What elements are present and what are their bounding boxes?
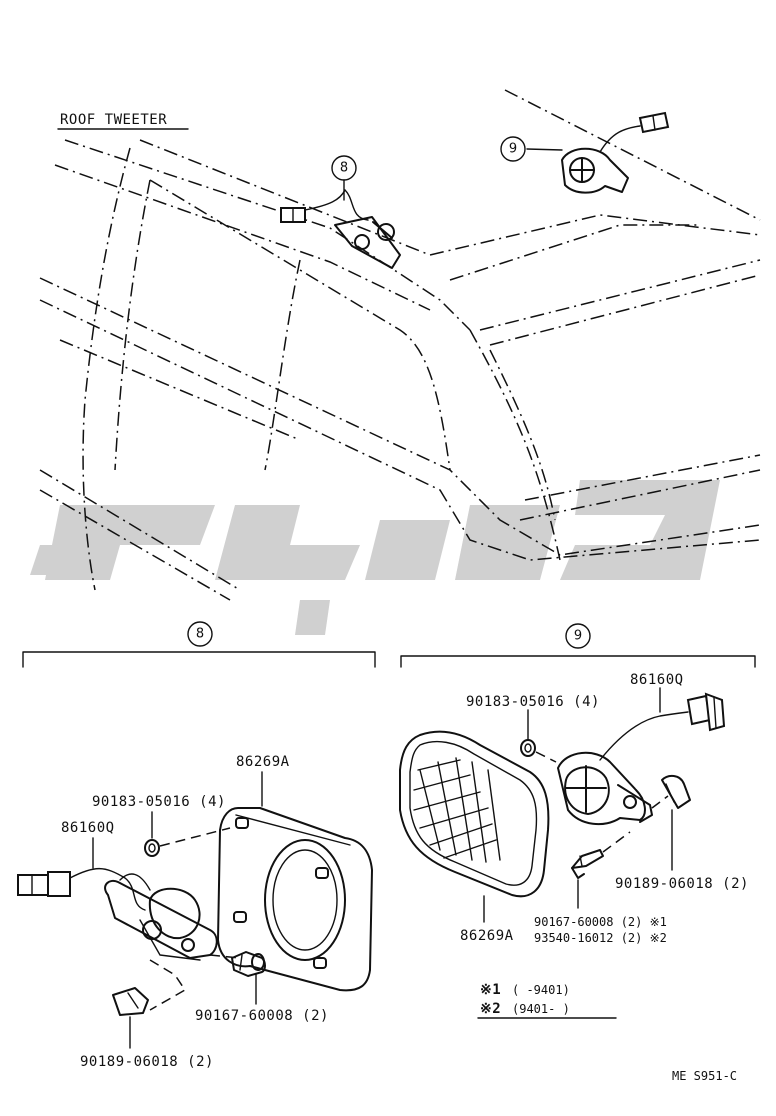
part-90167-60008-left: 90167-60008 (2) <box>195 1008 329 1024</box>
applicability-notes: ※1 ( -9401) ※2 (9401- ) <box>477 982 617 1019</box>
right-exploded-view <box>399 692 726 898</box>
section-title: ROOF TWEETER <box>60 112 167 128</box>
part-86160Q-right: 86160Q <box>630 672 684 688</box>
bracket-right <box>400 655 756 668</box>
svg-text:9: 9 <box>509 142 517 157</box>
part-86269A-left: 86269A <box>236 754 290 770</box>
callout-8-top: 8 <box>331 155 357 181</box>
roof-tweeter-left <box>280 179 401 269</box>
vehicle-roof-outline <box>39 89 761 601</box>
roof-tweeter-right <box>526 111 670 194</box>
bracket-left <box>22 651 376 668</box>
callout-9-bottom: 9 <box>565 623 591 649</box>
left-exploded-view <box>17 807 373 1016</box>
part-86160Q-left: 86160Q <box>61 820 115 836</box>
note-2-text: (9401- ) <box>512 1002 570 1016</box>
svg-text:9: 9 <box>574 629 582 644</box>
callout-9-top: 9 <box>500 136 526 162</box>
svg-text:8: 8 <box>340 161 348 176</box>
footer-code: ME S951-C <box>672 1069 737 1083</box>
note-1-text: ( -9401) <box>512 983 570 997</box>
part-90189-06018-right: 90189-06018 (2) <box>615 876 749 892</box>
part-90189-06018-left: 90189-06018 (2) <box>80 1054 214 1070</box>
watermark-logo <box>30 480 720 635</box>
part-90183-05016-left: 90183-05016 (4) <box>92 794 226 810</box>
svg-text:8: 8 <box>196 627 204 642</box>
part-86269A-right: 86269A <box>460 928 514 944</box>
callout-8-bottom: 8 <box>187 621 213 647</box>
note-1-mark: ※1 <box>480 982 501 998</box>
part-93540-16012-right: 93540-16012 (2) ※2 <box>534 931 667 945</box>
part-90183-05016-right: 90183-05016 (4) <box>466 694 600 710</box>
part-90167-60008-right: 90167-60008 (2) ※1 <box>534 915 667 929</box>
note-2-mark: ※2 <box>480 1001 501 1017</box>
